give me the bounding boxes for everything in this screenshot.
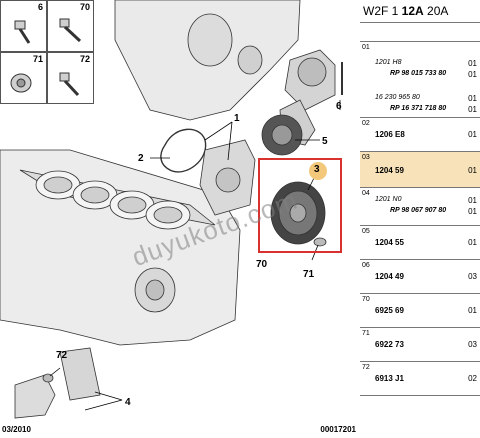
thumbnail-number: 71 (32, 54, 43, 64)
row-position: 06 (362, 262, 370, 269)
thumbnail-6[interactable]: 6 (0, 0, 47, 52)
parts-row-04[interactable]: 04 1201 N0 01 RP 98 067 907 80 01 (360, 188, 480, 226)
row-qty: 03 (468, 340, 477, 349)
row-position: 05 (362, 228, 370, 235)
row-reference[interactable]: RP 98 015 733 80 (390, 70, 447, 77)
footer-drawing-number: 00017201 (320, 425, 356, 434)
row-position: 02 (362, 120, 370, 127)
parts-row-03-selected[interactable]: 03 1204 59 01 (360, 152, 480, 188)
row-reference[interactable]: RP 16 371 718 80 (390, 105, 447, 112)
parts-row-70[interactable]: 70 6925 69 01 (360, 294, 480, 328)
parts-row-72[interactable]: 72 6913 J1 02 (360, 362, 480, 396)
row-qty: 01 (468, 70, 477, 79)
row-qty: 01 (468, 59, 477, 68)
thumbnail-number: 6 (37, 2, 43, 12)
callout-70[interactable]: 70 (256, 259, 268, 270)
panel-header: W2F 1 12A 20A (360, 0, 480, 23)
parts-row-01[interactable]: 01 1201 H8 01 RP 98 015 733 80 01 16 230… (360, 42, 480, 118)
row-qty: 01 (468, 94, 477, 103)
header-code-1: W2F 1 (363, 4, 402, 18)
fastener-thumbnails: 6 70 71 72 (0, 0, 96, 106)
callout-3[interactable]: 3 (314, 164, 320, 175)
row-position: 71 (362, 330, 370, 337)
bolt-icon (59, 72, 80, 97)
row-reference[interactable]: 6913 J1 (375, 374, 404, 383)
row-position: 03 (362, 154, 370, 161)
thumbnail-72[interactable]: 72 (47, 52, 94, 104)
row-reference[interactable]: RP 98 067 907 80 (390, 207, 447, 214)
selected-part-highlight (258, 158, 342, 253)
callout-6[interactable]: 6 (336, 101, 342, 112)
thumbnail-70[interactable]: 70 (47, 0, 94, 52)
header-code-bold: 12A (401, 4, 424, 18)
parts-row-06[interactable]: 06 1204 49 03 (360, 260, 480, 294)
callout-72[interactable]: 72 (56, 350, 68, 361)
row-position: 01 (362, 44, 370, 51)
parts-row-02[interactable]: 02 1206 E8 01 (360, 118, 480, 152)
parts-row-05[interactable]: 05 1204 55 01 (360, 226, 480, 260)
row-qty: 01 (468, 105, 477, 114)
row-subref: 1201 N0 (375, 196, 402, 203)
row-reference[interactable]: 1204 49 (375, 272, 404, 281)
row-subref: 16 230 965 80 (375, 94, 420, 101)
row-subref: 1201 H8 (375, 59, 402, 66)
bolt-icon (10, 73, 32, 93)
row-qty: 02 (468, 374, 477, 383)
row-qty: 01 (468, 238, 477, 247)
parts-list-panel: W2F 1 12A 20A 01 1201 H8 01 RP 98 015 73… (360, 0, 480, 438)
thumbnail-number: 70 (79, 2, 90, 12)
callout-4[interactable]: 4 (125, 397, 131, 408)
bolt-icon (59, 18, 82, 43)
row-reference[interactable]: 6925 69 (375, 306, 404, 315)
row-qty: 01 (468, 196, 477, 205)
thumbnail-71[interactable]: 71 (0, 52, 47, 104)
row-qty: 01 (468, 207, 477, 216)
callout-5[interactable]: 5 (322, 136, 328, 147)
row-position: 70 (362, 296, 370, 303)
parts-row-71[interactable]: 71 6922 73 03 (360, 328, 480, 362)
row-qty: 01 (468, 166, 477, 175)
callout-1[interactable]: 1 (234, 113, 240, 124)
row-position: 72 (362, 364, 370, 371)
thumbnail-number: 72 (79, 54, 90, 64)
row-qty: 01 (468, 130, 477, 139)
header-spacer (360, 23, 480, 42)
bolt-icon (14, 20, 31, 44)
row-position: 04 (362, 190, 370, 197)
engine-drawing (0, 0, 343, 419)
row-qty: 03 (468, 272, 477, 281)
header-code-3: 20A (423, 4, 449, 18)
row-reference[interactable]: 1204 55 (375, 238, 404, 247)
row-reference[interactable]: 1206 E8 (375, 130, 405, 139)
callout-2[interactable]: 2 (138, 153, 144, 164)
footer-date: 03/2010 (2, 425, 31, 434)
callout-71[interactable]: 71 (303, 269, 315, 280)
row-reference[interactable]: 6922 73 (375, 340, 404, 349)
exploded-diagram: 6 70 71 72 1 2 3 4 5 6 70 71 72 duyuko (0, 0, 361, 438)
row-reference[interactable]: 1204 59 (375, 166, 404, 175)
row-qty: 01 (468, 306, 477, 315)
